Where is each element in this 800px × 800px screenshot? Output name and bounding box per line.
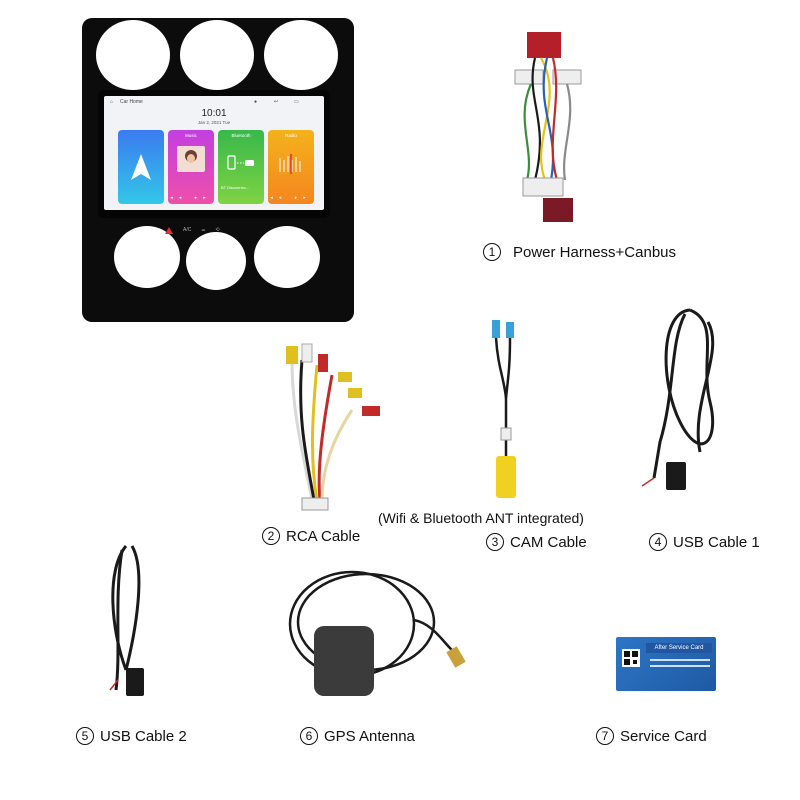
head-unit-display: ⌂ Car Home ● ↩ ▭ 10:01 Jan 2, 2021 Tue M… bbox=[104, 96, 324, 210]
music-controls: ◂◂ ▸▸ bbox=[170, 195, 212, 201]
home-icon: ⌂ bbox=[110, 99, 114, 105]
card-text-line bbox=[650, 659, 710, 661]
defrost-icon: ⌓ bbox=[201, 227, 206, 233]
radio-controls: ◂◂ ▸▸ bbox=[270, 195, 312, 201]
phone-car-icon bbox=[227, 155, 254, 170]
clock: 10:01 bbox=[201, 108, 227, 119]
item-number: 7 bbox=[596, 727, 614, 745]
item-number: 6 bbox=[300, 727, 318, 745]
recirculation-icon: ⟲ bbox=[215, 227, 220, 233]
item-label-7: 7 Service Card bbox=[596, 727, 707, 745]
rca-cable-image bbox=[286, 343, 380, 511]
power-harness-image bbox=[514, 32, 582, 222]
item-label-5: 5 USB Cable 2 bbox=[76, 727, 187, 745]
air-vent bbox=[96, 20, 170, 90]
tile-music[interactable]: Music ◂◂ ▸▸ bbox=[168, 130, 214, 204]
bluetooth-status: BT Disconnec... bbox=[221, 185, 250, 190]
item-label-4: 4 USB Cable 1 bbox=[649, 533, 760, 551]
radio-dial-icon bbox=[279, 154, 301, 174]
service-card-title: After Service Card bbox=[646, 643, 712, 653]
back-icon: ↩ bbox=[274, 99, 279, 105]
item-name: Power Harness+Canbus bbox=[513, 243, 677, 261]
item-name: Service Card bbox=[620, 727, 707, 745]
location-icon: ● bbox=[254, 99, 258, 105]
tile-radio[interactable]: Radio ◂◂ ▸▸ bbox=[268, 130, 314, 204]
date: Jan 2, 2021 Tue bbox=[197, 120, 231, 125]
item-label-1: 1 Power Harness+Canbus bbox=[483, 243, 676, 261]
item-label-3: 3 CAM Cable bbox=[486, 533, 587, 551]
tile-bluetooth[interactable]: Bluetooth BT Disconnec... bbox=[218, 130, 264, 204]
item-number: 2 bbox=[262, 527, 280, 545]
tile-title: Music bbox=[185, 133, 197, 138]
status-bar: ⌂ Car Home ● ↩ ▭ bbox=[104, 96, 324, 108]
item-number: 5 bbox=[76, 727, 94, 745]
item-number: 4 bbox=[649, 533, 667, 551]
hvac-strip: A/C ⌓ ⟲ bbox=[165, 224, 265, 236]
air-vent bbox=[186, 232, 246, 290]
air-vent bbox=[264, 20, 338, 90]
item-name: GPS Antenna bbox=[324, 727, 415, 745]
air-vent bbox=[180, 20, 254, 90]
qr-code-icon bbox=[622, 649, 640, 667]
item-name: USB Cable 1 bbox=[673, 533, 760, 551]
menu-icon: ▭ bbox=[294, 99, 299, 105]
card-text-line bbox=[650, 665, 710, 667]
item-label-2: 2 RCA Cable bbox=[262, 527, 360, 545]
air-vent bbox=[114, 226, 180, 288]
item-number: 3 bbox=[486, 533, 504, 551]
air-vent bbox=[254, 226, 320, 288]
tile-title: Bluetooth bbox=[231, 133, 251, 138]
cam-cable-image bbox=[492, 320, 516, 498]
status-label: Car Home bbox=[120, 99, 143, 105]
album-art bbox=[177, 146, 205, 172]
gps-antenna-image bbox=[288, 570, 466, 696]
hazard-icon bbox=[165, 226, 173, 234]
usb-cable-1-image bbox=[641, 308, 715, 490]
item-label-6: 6 GPS Antenna bbox=[300, 727, 415, 745]
tile-navigation[interactable] bbox=[118, 130, 164, 204]
item-number: 1 bbox=[483, 243, 501, 261]
navigation-arrow-icon bbox=[131, 154, 151, 180]
cam-cable-note: (Wifi & Bluetooth ANT integrated) bbox=[378, 510, 584, 526]
service-card-image: After Service Card bbox=[616, 637, 716, 691]
item-name: RCA Cable bbox=[286, 527, 361, 545]
tile-title: Radio bbox=[285, 133, 297, 138]
usb-cable-2-image bbox=[109, 545, 144, 696]
item-name: USB Cable 2 bbox=[100, 727, 187, 745]
ac-label: A/C bbox=[183, 227, 192, 233]
item-name: CAM Cable bbox=[510, 533, 587, 551]
